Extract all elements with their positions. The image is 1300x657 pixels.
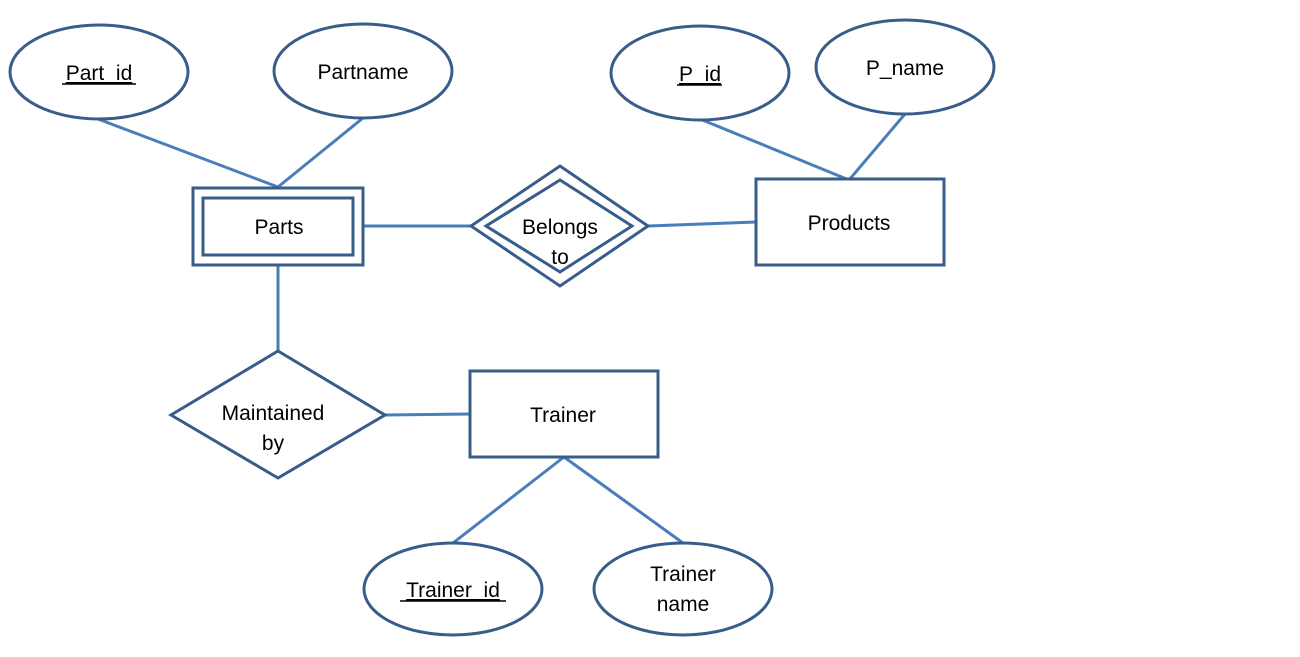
relationship-maintained-by-label-line1: Maintained — [222, 402, 325, 425]
attribute-part-id-label: Part_id — [66, 62, 133, 85]
relationship-maintained-by-shape — [168, 349, 388, 480]
attribute-trainer-id-label: Trainer_id — [406, 579, 500, 602]
connectors — [97, 113, 907, 545]
relationship-belongs-to-inner — [483, 178, 635, 274]
entity-products-label: Products — [808, 212, 891, 235]
entity-parts-label: Parts — [254, 216, 303, 239]
attribute-p-name: P_name — [814, 18, 996, 116]
entity-parts-inner — [201, 196, 355, 257]
relationship-belongs-to-label-line2: to — [551, 246, 569, 269]
attribute-partname: Partname — [272, 22, 454, 120]
attribute-part-id: Part_id — [8, 23, 190, 121]
attribute-p-name-label: P_name — [866, 57, 944, 80]
edge-p-id-products — [699, 117, 850, 182]
relationship-maintained-by-label-line2: by — [262, 432, 285, 455]
attribute-part-id-shape — [8, 23, 190, 121]
attribute-trainer-name-label-line2: name — [657, 593, 710, 616]
attribute-trainer-name-label-line1: Trainer — [650, 563, 716, 586]
relationship-belongs-to: Belongs to — [468, 164, 651, 288]
entity-parts: Parts — [191, 186, 365, 267]
relationship-belongs-to-label-line1: Belongs — [522, 216, 598, 239]
entity-trainer-label: Trainer — [530, 404, 596, 427]
edge-p-name-products — [847, 113, 907, 181]
attribute-partname-label: Partname — [317, 61, 408, 84]
attribute-trainer-id: Trainer_id — [362, 541, 544, 637]
attribute-trainer-name-shape — [592, 541, 774, 637]
edge-partname-parts — [277, 116, 364, 189]
entity-trainer-shape — [468, 369, 660, 459]
entity-products: Products — [754, 177, 946, 267]
attribute-p-id-shape — [609, 24, 791, 122]
entity-trainer: Trainer — [468, 369, 660, 459]
edge-belongs-to-products — [647, 220, 757, 228]
attribute-p-id-label: P_id — [679, 63, 721, 86]
attribute-trainer-id-shape — [362, 541, 544, 637]
relationship-maintained-by: Maintained by — [168, 349, 388, 480]
attribute-p-name-shape — [814, 18, 996, 116]
edge-maintained-by-trainer — [384, 412, 471, 417]
attribute-p-id: P_id — [609, 24, 791, 122]
attribute-partname-shape — [272, 22, 454, 120]
attribute-trainer-name: Trainer name — [592, 541, 774, 637]
edge-trainer-trainer-id — [452, 455, 565, 545]
entity-products-shape — [754, 177, 946, 267]
edge-trainer-trainer-name — [563, 455, 684, 545]
edge-part-id-parts — [97, 117, 279, 189]
